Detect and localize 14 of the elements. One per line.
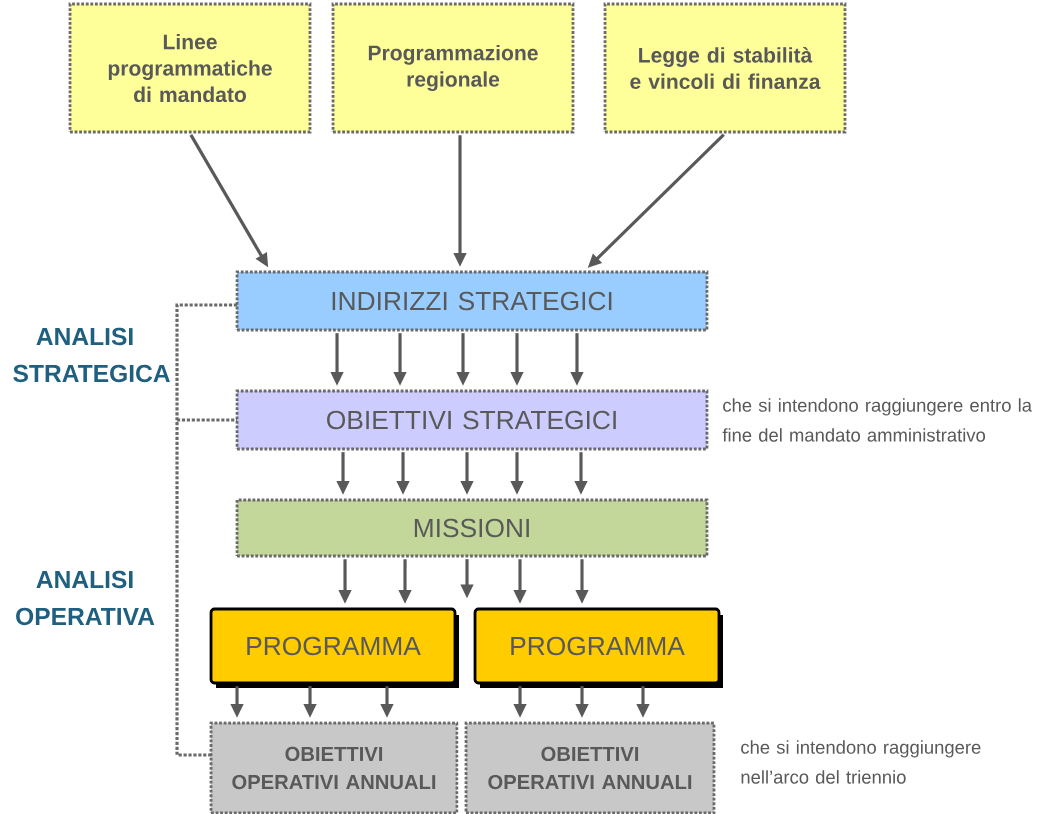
process-band: OBIETTIVI STRATEGICI [235,389,709,451]
objective-box: OBIETTIVI OPERATIVI ANNUALI [464,721,716,814]
section-label: ANALISI STRATEGICA [13,327,170,383]
source-box: Legge di stabilità e vincoli di finanza [603,2,847,134]
section-label: ANALISI OPERATIVA [16,570,155,626]
source-box: Linee programmatiche di mandato [68,2,312,134]
side-note: che si intendono raggiungere entro la fine del mandato amministrativo [722,398,1032,442]
side-note: che si intendono raggiungere nell’arco del triennio [741,740,981,784]
process-band: INDIRIZZI STRATEGICI [235,270,709,332]
program-box: PROGRAMMA [209,607,459,688]
source-box: Programmazione regionale [331,2,575,134]
program-box: PROGRAMMA [473,607,723,688]
objective-box: OBIETTIVI OPERATIVI ANNUALI [209,721,459,814]
process-band: MISSIONI [235,498,709,558]
